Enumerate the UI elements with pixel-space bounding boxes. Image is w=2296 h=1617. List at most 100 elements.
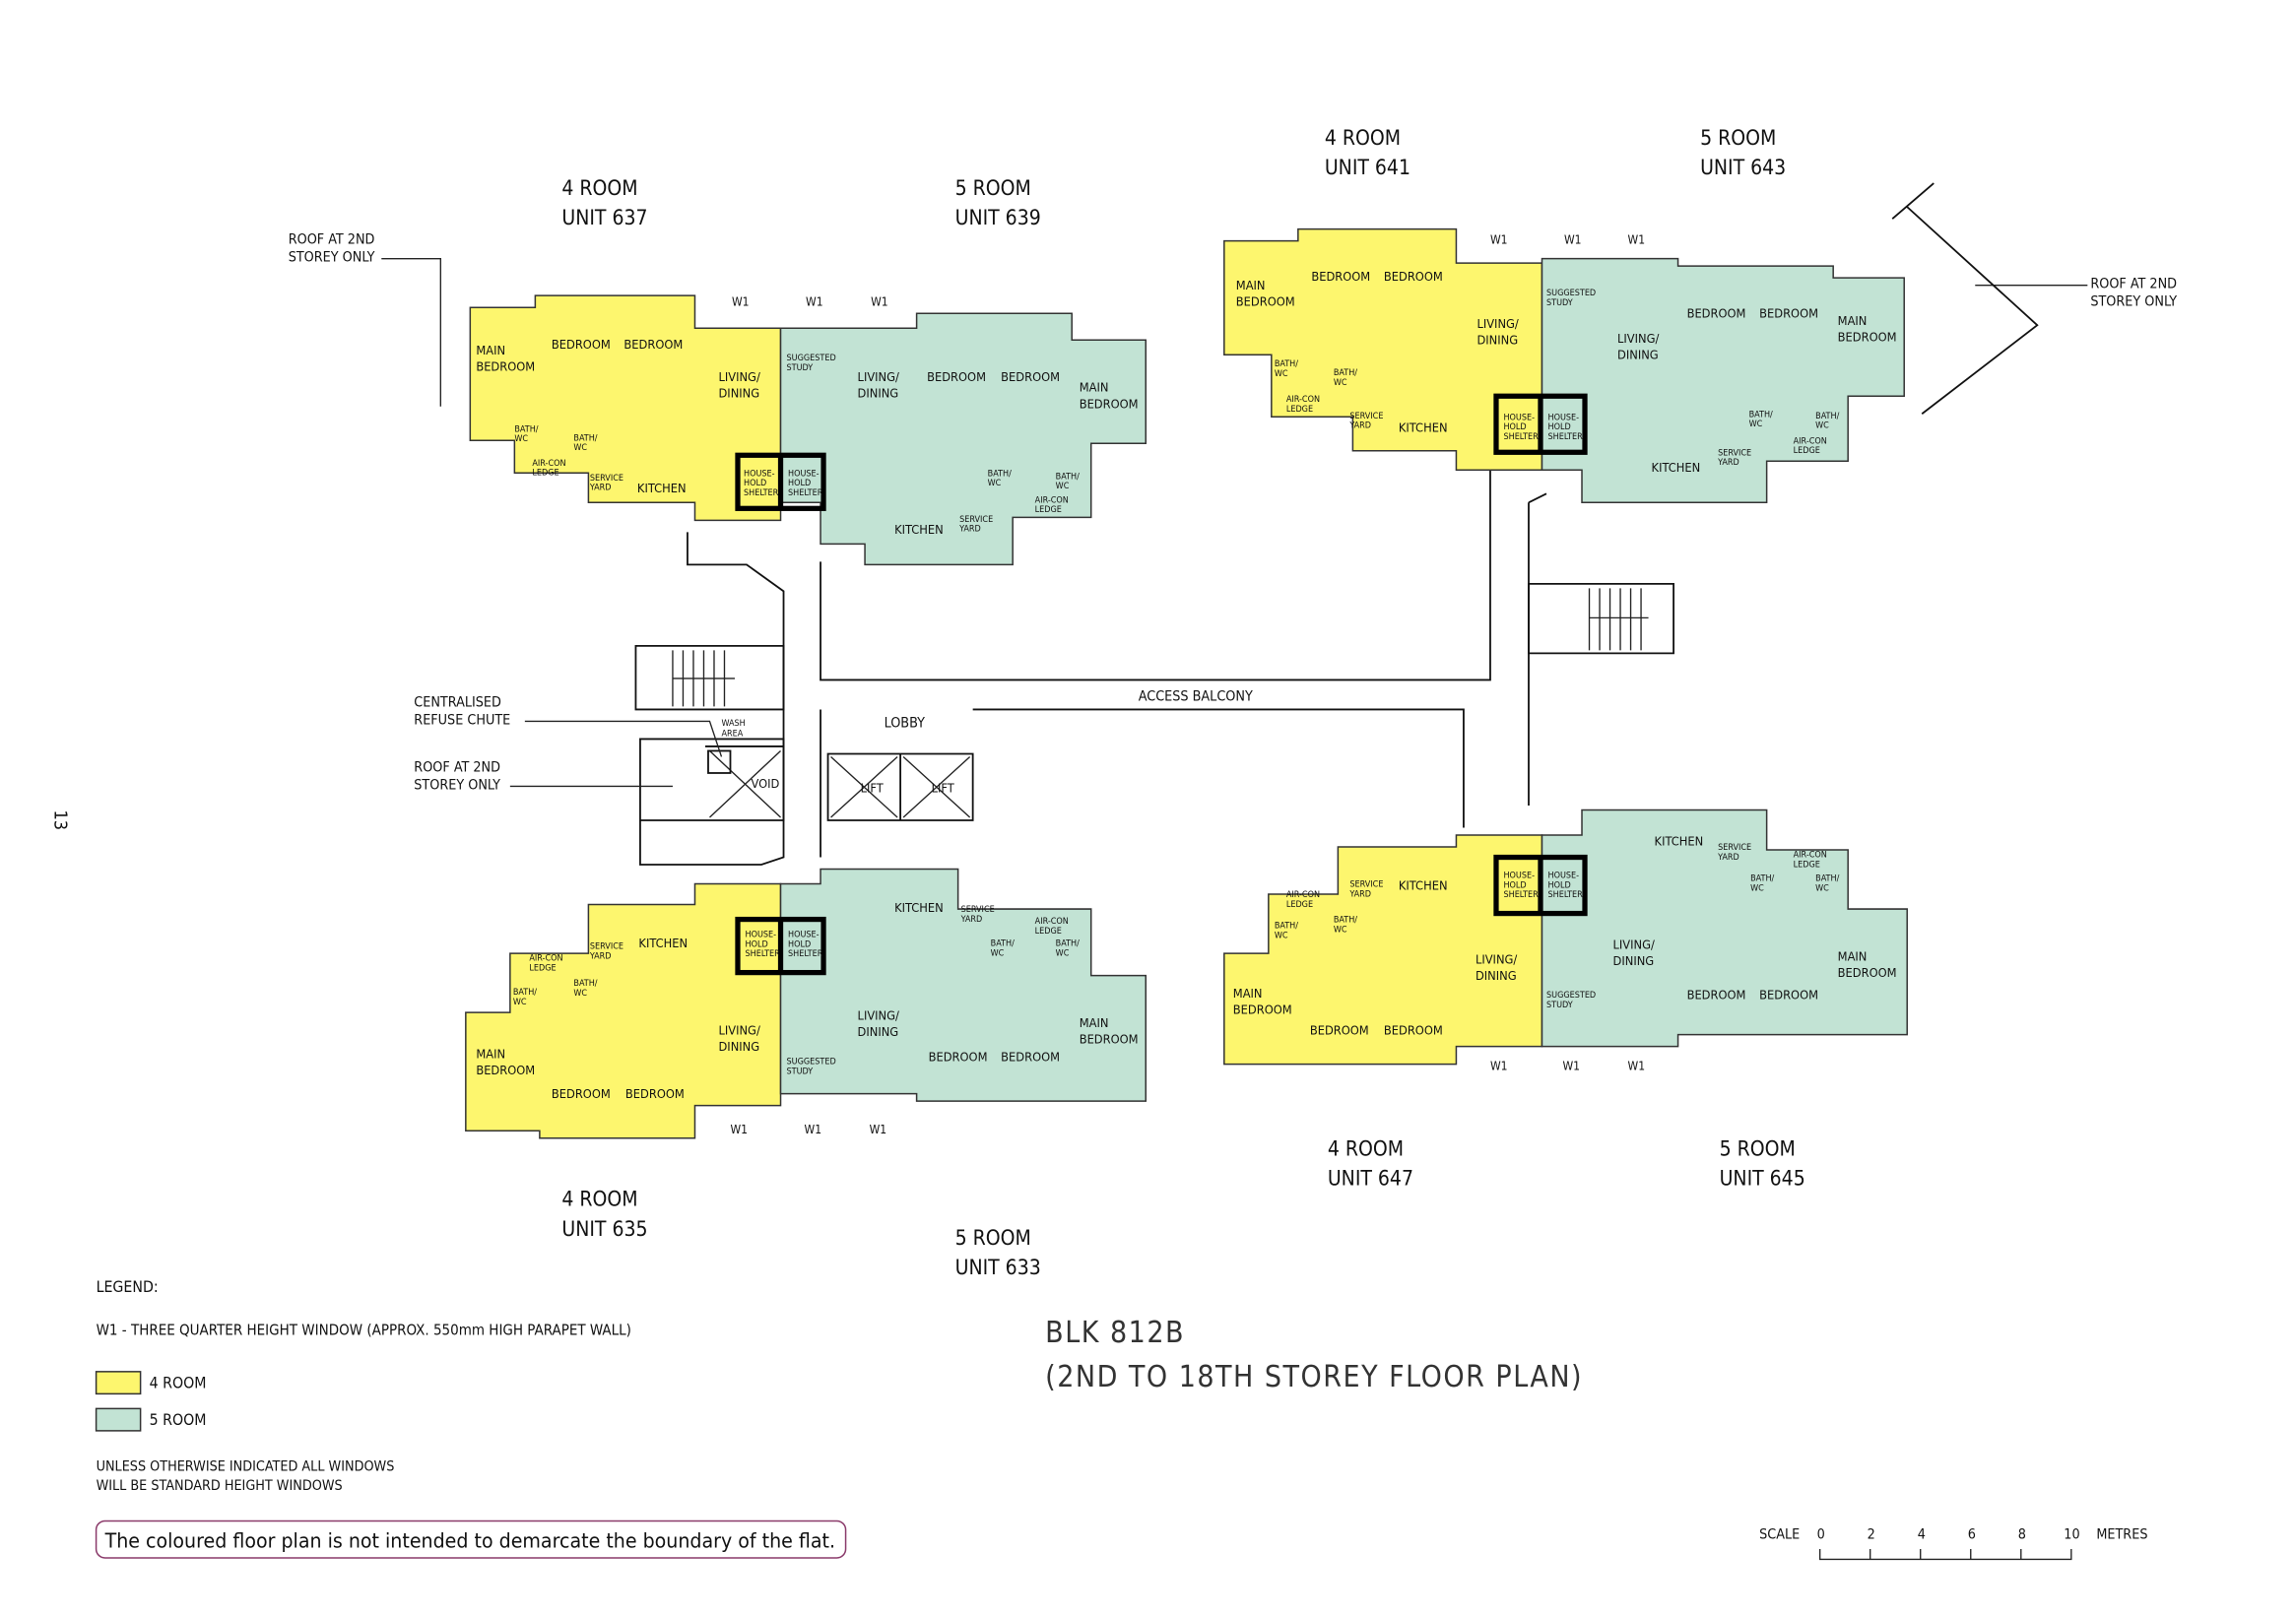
room-label-643-bath-wc: BATH/WC <box>1815 412 1839 431</box>
room-label-647-bedroom: BEDROOM <box>1384 1024 1443 1039</box>
room-label-647-bath-wc: BATH/WC <box>1334 916 1357 936</box>
room-label-643-bedroom: BEDROOM <box>1687 307 1746 322</box>
room-label-647-bath-wc: BATH/WC <box>1275 922 1298 941</box>
legend-windows-note-2: WILL BE STANDARD HEIGHT WINDOWS <box>97 1478 343 1494</box>
unit-645-name: UNIT 645 <box>1720 1166 1805 1191</box>
unit-635-name: UNIT 635 <box>561 1216 647 1241</box>
scale-tick-6: 6 <box>1968 1526 1976 1542</box>
room-label-635-kitchen: KITCHEN <box>638 937 688 951</box>
drawing-title-block: BLK 812B <box>1045 1316 1185 1350</box>
room-label-633-kitchen: KITCHEN <box>894 901 944 916</box>
room-label-637-kitchen: KITCHEN <box>637 482 687 496</box>
room-label-645-living-dining: LIVING/DINING <box>1613 938 1655 970</box>
unit-641-name: UNIT 641 <box>1325 155 1410 179</box>
scale-unit: METRES <box>2096 1526 2147 1542</box>
room-label-635-bath-wc: BATH/WC <box>573 979 597 999</box>
unit-643-type: 5 ROOM <box>1700 125 1776 150</box>
w1-window-tag: W1 <box>1564 233 1582 247</box>
legend-w1-note: W1 - THREE QUARTER HEIGHT WINDOW (APPROX… <box>97 1321 631 1338</box>
unit-639-name: UNIT 639 <box>955 205 1041 229</box>
w1-window-tag: W1 <box>1490 1060 1508 1073</box>
scale-tick-2: 2 <box>1868 1526 1875 1542</box>
scale-tick-4: 4 <box>1918 1526 1926 1542</box>
room-label-635-bedroom: BEDROOM <box>552 1087 611 1102</box>
room-label-645-kitchen: KITCHEN <box>1655 835 1704 850</box>
room-label-637-bath-wc: BATH/WC <box>514 424 538 444</box>
notice-box <box>95 1520 847 1559</box>
room-label-635-bedroom: BEDROOM <box>625 1087 685 1102</box>
unit-643-name: UNIT 643 <box>1700 155 1786 179</box>
legend-swatch-5-room <box>95 1407 142 1432</box>
scale-tick-0: 0 <box>1817 1526 1825 1542</box>
page-number: 13 <box>50 810 71 831</box>
room-label-647-kitchen: KITCHEN <box>1399 879 1448 894</box>
room-label-641-bedroom: BEDROOM <box>1384 270 1443 285</box>
room-label-639-bath-wc: BATH/WC <box>988 469 1012 488</box>
room-label-641-bath-wc: BATH/WC <box>1275 359 1298 379</box>
legend-label-4-room: 4 ROOM <box>150 1373 207 1391</box>
legend-heading: LEGEND: <box>97 1277 159 1296</box>
lift-label-2: LIFT <box>932 781 955 796</box>
corridors <box>381 182 2088 866</box>
room-label-635-living-dining: LIVING/DINING <box>718 1024 759 1056</box>
room-label-633-bedroom: BEDROOM <box>929 1051 988 1066</box>
room-label-637-living-dining: LIVING/DINING <box>718 370 759 402</box>
scale-label: SCALE <box>1759 1526 1800 1542</box>
w1-window-tag: W1 <box>1628 1060 1646 1073</box>
room-label-637-bath-wc: BATH/WC <box>573 433 597 453</box>
w1-window-tag: W1 <box>1628 233 1646 247</box>
room-label-645-bedroom: BEDROOM <box>1687 989 1746 1003</box>
household-shelters <box>735 393 1588 976</box>
room-label-643-kitchen: KITCHEN <box>1652 461 1701 476</box>
scale-tick-8: 8 <box>2018 1526 2026 1542</box>
unit-633-shape <box>779 868 1147 1102</box>
unit-647-name: UNIT 647 <box>1328 1166 1413 1191</box>
room-label-637-bedroom: BEDROOM <box>623 338 683 353</box>
unit-637-name: UNIT 637 <box>561 205 647 229</box>
room-label-645-bath-wc: BATH/WC <box>1750 874 1774 894</box>
unit-633-type: 5 ROOM <box>955 1225 1031 1250</box>
access-balcony-label: ACCESS BALCONY <box>1139 688 1253 704</box>
legend-swatch-4-room <box>95 1371 142 1395</box>
w1-window-tag: W1 <box>1563 1060 1581 1073</box>
unit-645-type: 5 ROOM <box>1720 1136 1796 1161</box>
room-label-635-bath-wc: BATH/WC <box>513 988 537 1007</box>
unit-641-shape <box>1223 227 1543 472</box>
room-label-647-bedroom: BEDROOM <box>1310 1024 1369 1039</box>
unit-643-shape <box>1541 257 1905 504</box>
room-label-643-bedroom: BEDROOM <box>1759 307 1818 322</box>
room-label-641-kitchen: KITCHEN <box>1399 420 1448 435</box>
unit-639-type: 5 ROOM <box>955 175 1031 200</box>
room-label-633-bath-wc: BATH/WC <box>991 939 1015 959</box>
w1-window-tag: W1 <box>730 1123 748 1136</box>
room-label-645-bath-wc: BATH/WC <box>1815 874 1839 894</box>
